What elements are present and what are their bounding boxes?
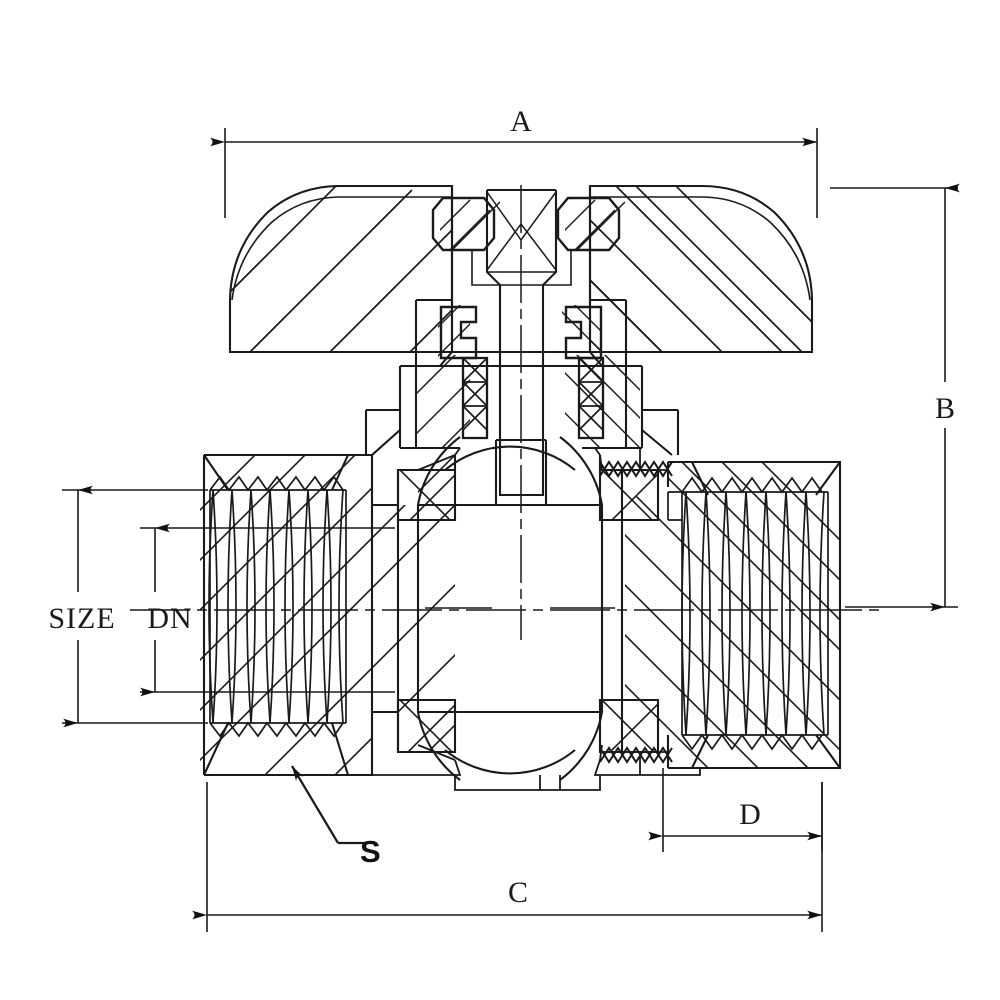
dimension-c [192, 782, 823, 932]
ball [416, 436, 615, 781]
dimension-b [830, 183, 960, 612]
seat-right [598, 468, 660, 754]
dimension-c-label: C [508, 876, 528, 909]
body-joint-thread-top [599, 460, 673, 478]
dimension-d-label: D [739, 798, 761, 831]
stem [471, 188, 572, 497]
valve-body [200, 453, 842, 777]
stem-packing-left [461, 356, 489, 440]
body-end-cap-detail [372, 447, 701, 776]
dimension-dn-label: DN [147, 602, 192, 635]
dimension-size [62, 485, 208, 728]
dimension-a-label: A [510, 105, 532, 138]
male-thread-right [667, 476, 829, 751]
body-step-detail [454, 775, 601, 791]
leader-s-line [291, 765, 339, 844]
dimension-d [648, 768, 823, 852]
dimension-size-label: SIZE [48, 602, 115, 635]
dimension-a [210, 128, 818, 218]
dimension-b-label: B [935, 392, 955, 425]
leader-s-label: S [360, 834, 381, 869]
stem-nut-right [556, 196, 625, 252]
seat-left [396, 468, 457, 754]
valve-bonnet [364, 352, 680, 456]
leader-s [291, 765, 372, 845]
butterfly-handle-left-wing [228, 184, 454, 354]
body-joint-thread-bottom [599, 746, 673, 764]
male-thread-left [208, 475, 347, 738]
